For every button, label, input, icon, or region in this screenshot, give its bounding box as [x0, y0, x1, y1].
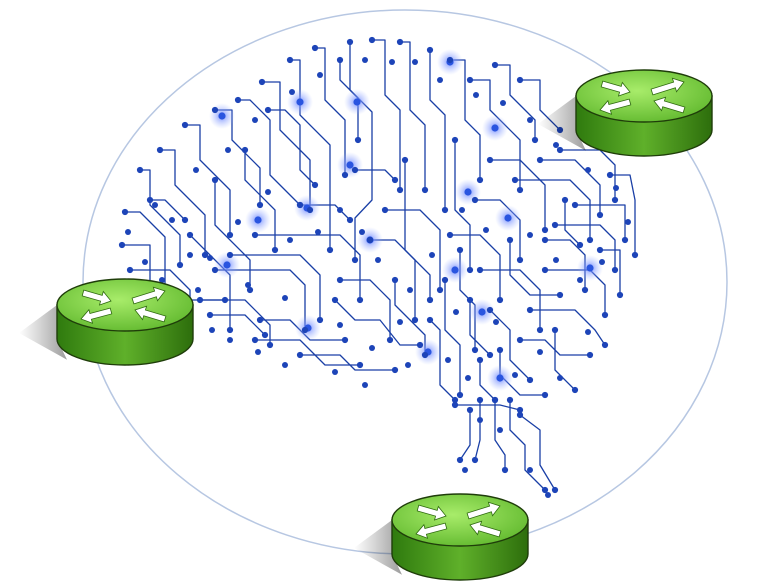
- circuit-brain-icon: [118, 36, 639, 498]
- router-bottom-icon: [354, 493, 529, 581]
- router-left-icon: [19, 278, 194, 366]
- router-top-right-icon: [538, 69, 713, 157]
